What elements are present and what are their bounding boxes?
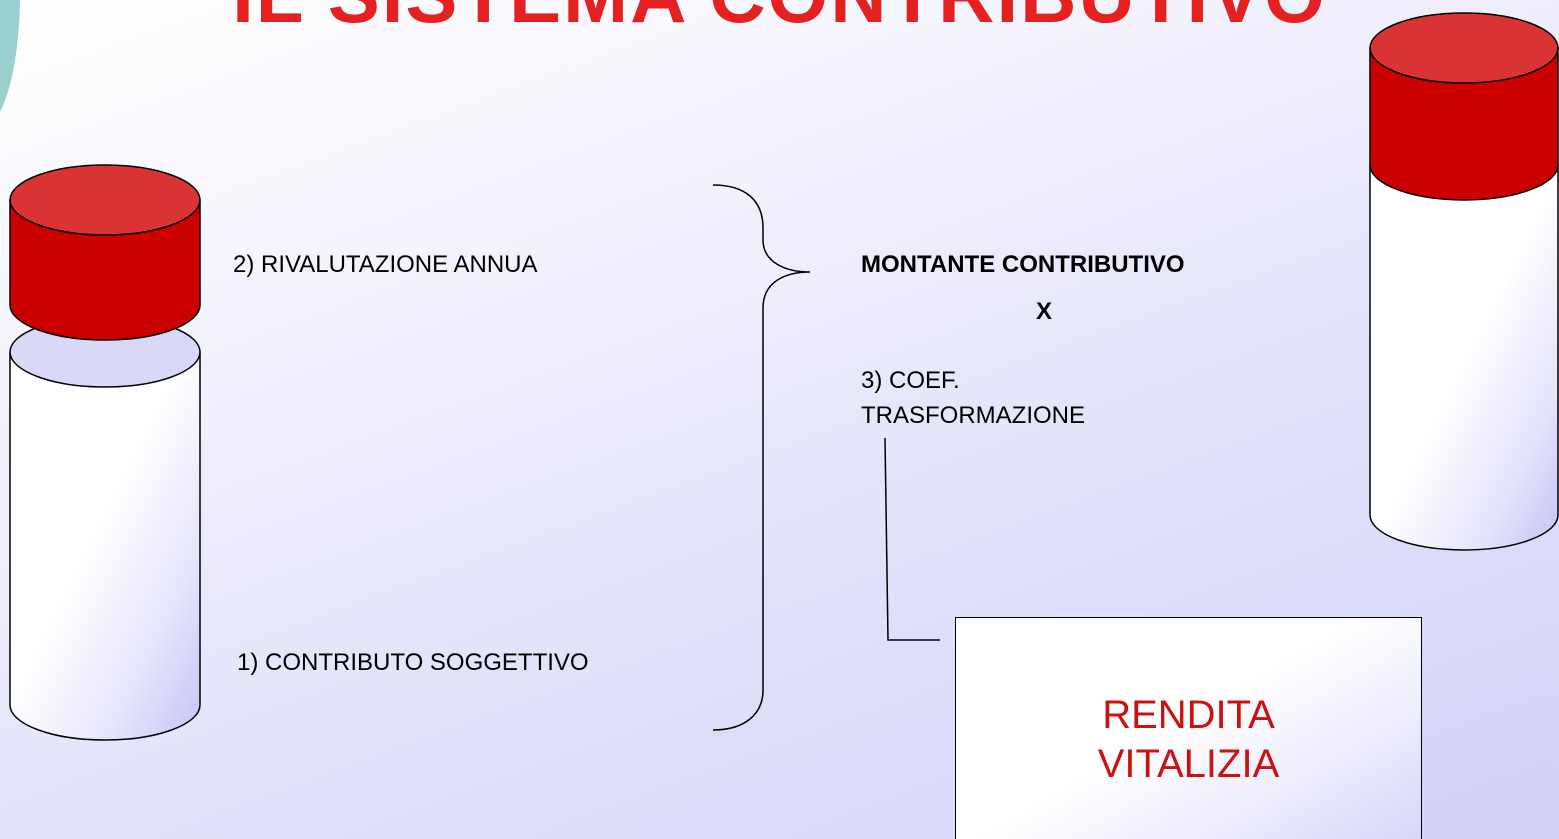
coef-label-line2: TRASFORMAZIONE bbox=[861, 402, 1086, 429]
montante-label: MONTANTE CONTRIBUTIVO bbox=[861, 251, 1185, 278]
contributo-label: 1) CONTRIBUTO SOGGETTIVO bbox=[237, 649, 589, 676]
times-label: X bbox=[1036, 298, 1053, 325]
result-box: RENDITA VITALIZIA bbox=[955, 617, 1422, 839]
coef-label-line1: 3) COEF. bbox=[861, 367, 960, 394]
right-brace bbox=[712, 184, 811, 731]
right-cylinder bbox=[1369, 12, 1559, 551]
slide-title: IL SISTEMA CONTRIBUTIVO bbox=[0, 0, 1559, 34]
rivalutazione-label: 2) RIVALUTAZIONE ANNUA bbox=[233, 251, 538, 278]
result-text: RENDITA VITALIZIA bbox=[1097, 693, 1280, 786]
connector-line bbox=[884, 437, 940, 641]
left-cylinder bbox=[9, 164, 201, 741]
